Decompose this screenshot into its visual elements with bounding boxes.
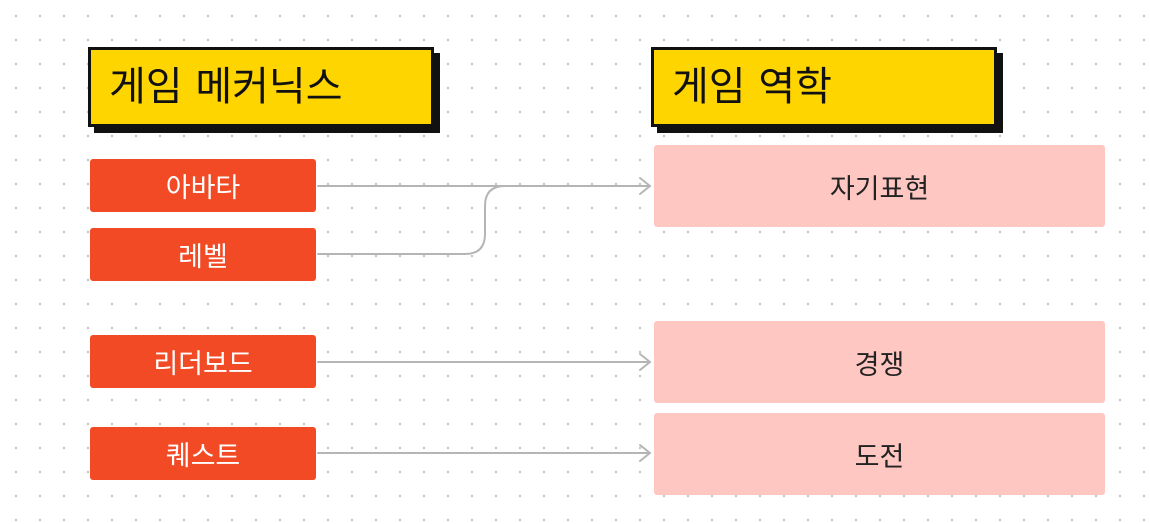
mechanics-heading-text: 게임 메커닉스	[109, 64, 343, 110]
mechanic-quest-label: 퀘스트	[165, 441, 241, 472]
connector-level-self-expression	[317, 185, 651, 255]
role-challenge-label: 도전	[854, 441, 905, 473]
mechanic-quest[interactable]: 퀘스트	[90, 427, 316, 480]
mechanic-leaderboard[interactable]: 리더보드	[90, 335, 316, 388]
mechanic-leaderboard-label: 리더보드	[153, 349, 253, 380]
mechanic-level[interactable]: 레벨	[90, 228, 316, 281]
role-competition-label: 경쟁	[854, 349, 905, 381]
arrowhead-avatar-self-expression	[639, 177, 651, 195]
role-self-expression-label: 자기표현	[829, 173, 930, 205]
arrowhead-leaderboard-competition	[639, 353, 651, 371]
mechanic-level-label: 레벨	[178, 242, 228, 273]
arrowhead-quest-challenge	[639, 444, 651, 462]
role-self-expression[interactable]: 자기표현	[654, 145, 1105, 227]
roles-heading: 게임 역학	[651, 47, 997, 127]
role-challenge[interactable]: 도전	[654, 413, 1105, 495]
mechanics-heading: 게임 메커닉스	[88, 47, 434, 127]
mechanic-avatar-label: 아바타	[165, 173, 241, 204]
roles-heading-text: 게임 역학	[672, 64, 832, 110]
role-competition[interactable]: 경쟁	[654, 321, 1105, 403]
mechanic-avatar[interactable]: 아바타	[90, 159, 316, 212]
